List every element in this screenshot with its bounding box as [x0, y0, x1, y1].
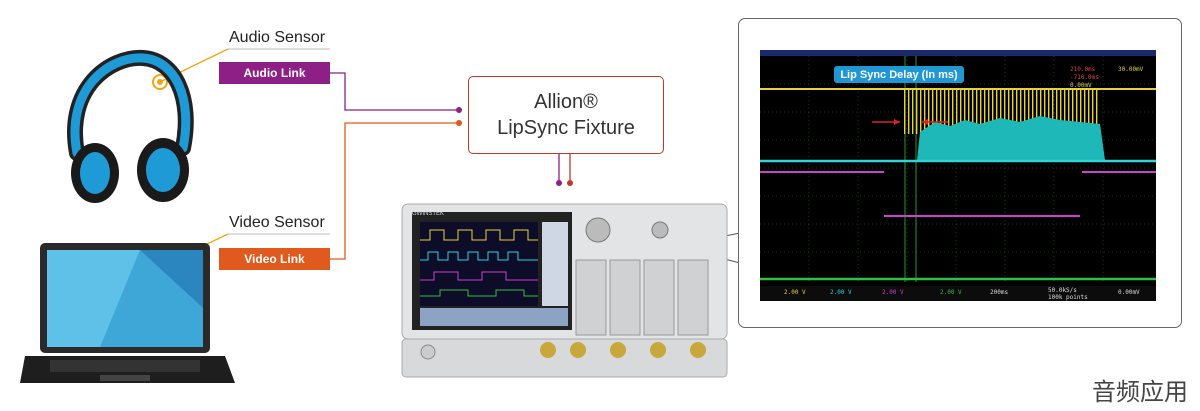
scope-measurement-1: 210.0ms — [1070, 66, 1095, 73]
status-ch4-scale: 2.00 V — [940, 289, 962, 296]
scope-measurement-3: 0.00mV — [1070, 82, 1092, 89]
oscilloscope-device — [398, 200, 733, 380]
status-trigger-level: 0.00mV — [1118, 289, 1140, 296]
status-record-length: 100k points — [1048, 294, 1088, 301]
video-sensor-label: Video Sensor — [229, 214, 325, 232]
audio-link-tag: Audio Link — [219, 62, 330, 84]
lip-sync-delay-callout: Lip Sync Delay (In ms) — [834, 66, 964, 83]
watermark-text: 音频应用 — [1092, 372, 1188, 407]
lipsync-fixture-box: Allion® LipSync Fixture — [468, 76, 664, 154]
audio-sensor-label: Audio Sensor — [229, 29, 325, 47]
video-link-tag: Video Link — [219, 248, 330, 270]
scope-measurement-2: -710.0ms — [1070, 74, 1099, 81]
status-ch2-scale: 2.00 V — [830, 289, 852, 296]
status-ch3-scale: 2.00 V — [882, 289, 904, 296]
headphones-image — [55, 48, 195, 208]
status-sample-rate: 50.0kS/s — [1048, 287, 1077, 294]
status-ch1-scale: 2.00 V — [784, 289, 806, 296]
fixture-line2: LipSync Fixture — [497, 115, 635, 141]
oscilloscope-brand: GWINSTEK — [412, 211, 444, 217]
laptop-image — [20, 238, 235, 388]
fixture-line1: Allion® — [534, 89, 598, 115]
status-timebase: 200ms — [990, 289, 1008, 296]
scope-measurement-4: 30.00mV — [1118, 66, 1143, 73]
scope-screen — [760, 50, 1156, 301]
